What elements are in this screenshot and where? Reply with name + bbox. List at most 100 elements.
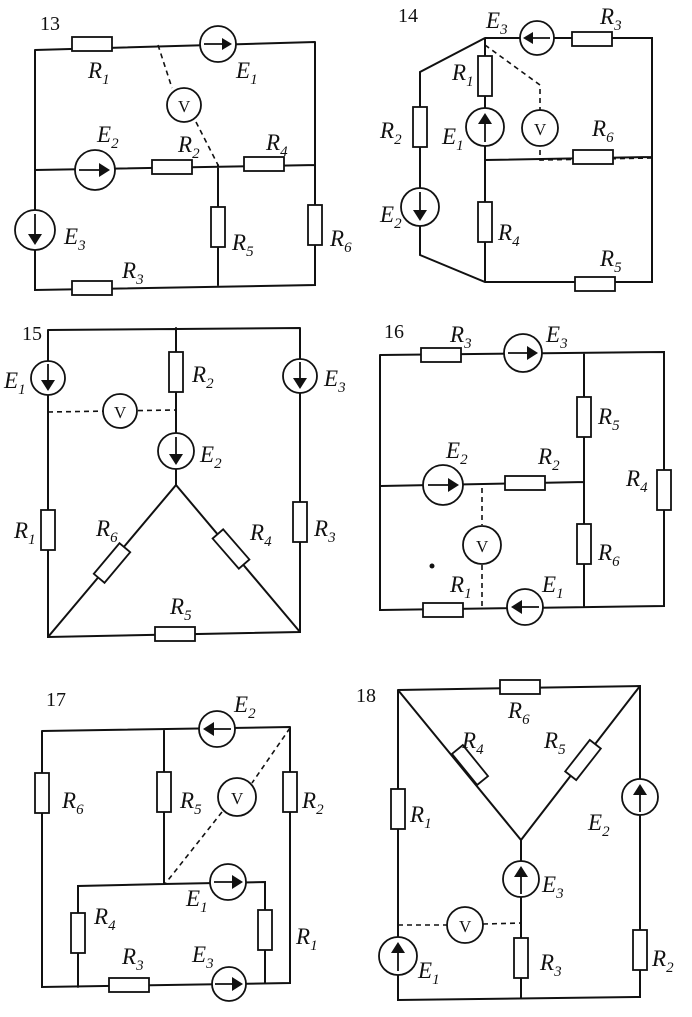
figure-14-source-e3 xyxy=(519,20,555,56)
figure-18-source-e1 xyxy=(378,936,418,976)
figure-16-voltmeter: V xyxy=(462,525,502,565)
figure-17-label-r2: R2 xyxy=(301,788,324,818)
figure-17-source-e1 xyxy=(209,863,247,901)
figure-14-label-r4: R4 xyxy=(497,220,520,250)
figure-18-label-r4: R4 xyxy=(461,728,484,758)
figure-15-resistor-r2 xyxy=(168,351,184,393)
figure-16-label-e1: E1 xyxy=(541,572,564,602)
figure-17-source-e3 xyxy=(211,966,247,1002)
figure-18-source-e3 xyxy=(502,860,540,898)
figure-17-resistor-r3 xyxy=(108,977,150,993)
figure-16-resistor-r6 xyxy=(576,523,592,565)
figure-13-label-r6: R6 xyxy=(329,226,352,256)
figure-16-voltmeter-symbol: V xyxy=(476,537,489,556)
figure-14-resistor-r5 xyxy=(574,276,616,292)
figure-15-resistor-r6 xyxy=(92,541,132,585)
figure-15-source-e3 xyxy=(282,358,318,394)
figure-16-number: 16 xyxy=(384,321,404,343)
figure-13-resistor-r1 xyxy=(71,36,113,52)
figure-16-ink-dot xyxy=(429,563,435,569)
figure-14-label-r1: R1 xyxy=(451,60,474,90)
figure-13-label-r1: R1 xyxy=(87,58,110,88)
figure-18-label-r1: R1 xyxy=(409,802,432,832)
figure-17-resistor-r2 xyxy=(282,771,298,813)
figure-18-resistor-r5 xyxy=(563,738,603,782)
figure-15-resistor-r1 xyxy=(40,509,56,551)
figure-18-label-e1: E1 xyxy=(417,958,440,988)
figure-16-resistor-r1 xyxy=(422,602,464,618)
figure-16-label-r2: R2 xyxy=(537,444,560,474)
figure-16-resistor-r5 xyxy=(576,396,592,438)
figure-18-label-r5: R5 xyxy=(543,728,566,758)
figure-18-label-e2: E2 xyxy=(587,810,610,840)
figure-15-source-e1 xyxy=(30,360,66,396)
figure-13-resistor-r5 xyxy=(210,206,226,248)
figure-14-resistor-r2 xyxy=(412,106,428,148)
figure-15-label-r4: R4 xyxy=(249,520,272,550)
figure-15-resistor-r3 xyxy=(292,501,308,543)
figure-17: 17 V E2 R6 R5 R2 E1 R4 R1 R3 E3 xyxy=(34,689,324,1002)
figure-17-voltmeter: V xyxy=(217,777,257,817)
figure-13-label-e1: E1 xyxy=(235,58,258,88)
figure-15-label-r5: R5 xyxy=(169,594,192,624)
figure-17-resistor-r1 xyxy=(257,909,273,951)
figure-16-resistor-r2 xyxy=(504,475,546,491)
figure-16: 16 V R3 E3 R5 E2 R2 R4 R6 R1 E1 xyxy=(379,321,672,626)
figure-18-source-e2 xyxy=(621,778,659,816)
figure-18-label-r3: R3 xyxy=(539,950,562,980)
figure-13-label-r2: R2 xyxy=(177,132,200,162)
figure-15-number: 15 xyxy=(22,323,42,345)
figure-15-voltmeter-symbol: V xyxy=(114,403,127,422)
figure-18-number: 18 xyxy=(356,685,376,707)
figure-18-voltmeter: V xyxy=(446,906,484,944)
figure-17-resistor-r6 xyxy=(34,772,50,814)
figure-17-resistor-r4 xyxy=(70,912,86,954)
figure-15-voltmeter: V xyxy=(102,393,138,429)
figure-15-label-r6: R6 xyxy=(95,516,118,546)
figure-18: 18 V R6 R4 R5 R1 E2 E3 R3 R2 E1 xyxy=(356,679,674,1002)
figure-13-resistor-r6 xyxy=(307,204,323,246)
figure-13-resistor-r3 xyxy=(71,280,113,296)
figure-17-label-r4: R4 xyxy=(93,904,116,934)
figure-17-label-e3: E3 xyxy=(191,942,214,972)
figure-17-label-e1: E1 xyxy=(185,886,208,916)
figure-18-resistor-r4 xyxy=(450,743,490,787)
figure-15-label-e1: E1 xyxy=(3,368,26,398)
figure-13-resistor-r2 xyxy=(151,159,193,175)
figure-18-label-r2: R2 xyxy=(651,946,674,976)
figure-13-label-r4: R4 xyxy=(265,130,288,160)
figure-17-wires xyxy=(41,726,291,989)
figure-13-number: 13 xyxy=(40,13,60,35)
figure-16-source-e2 xyxy=(422,464,464,506)
figure-17-label-r5: R5 xyxy=(179,788,202,818)
figure-16-source-e1 xyxy=(506,588,544,626)
figure-18-resistor-r2 xyxy=(632,929,648,971)
figure-13-source-e2 xyxy=(74,149,116,191)
figure-14-voltmeter-leads xyxy=(484,44,653,161)
figure-18-resistor-r6 xyxy=(499,679,541,695)
figure-13-label-e2: E2 xyxy=(96,122,119,152)
figure-17-source-e2 xyxy=(198,710,236,748)
figure-16-label-e3: E3 xyxy=(545,322,568,352)
figure-16-label-r5: R5 xyxy=(597,404,620,434)
figure-15: 15 V E1 R2 E3 E2 R1 R6 R4 R3 R5 xyxy=(3,323,346,642)
figure-14-label-e3: E3 xyxy=(485,8,508,38)
figure-14: 14 V E3 R3 R1 R2 E1 R6 E2 R4 R5 xyxy=(379,4,653,292)
figure-14-resistor-r4 xyxy=(477,201,493,243)
figure-17-voltmeter-symbol: V xyxy=(231,789,244,808)
figure-15-label-r1: R1 xyxy=(13,518,36,548)
figure-16-label-r1: R1 xyxy=(449,572,472,602)
figure-16-label-r3: R3 xyxy=(449,322,472,352)
figure-15-label-e2: E2 xyxy=(199,442,222,472)
figure-13-voltmeter: V xyxy=(166,87,202,123)
figure-14-voltmeter: V xyxy=(521,109,559,147)
figure-15-label-r3: R3 xyxy=(313,516,336,546)
figure-14-label-r5: R5 xyxy=(599,246,622,276)
figure-18-voltmeter-symbol: V xyxy=(459,917,472,936)
figure-14-label-r2: R2 xyxy=(379,118,402,148)
figure-13-voltmeter-symbol: V xyxy=(178,97,191,116)
figure-17-voltmeter-leads xyxy=(164,727,291,885)
figure-15-source-e2 xyxy=(157,432,195,470)
